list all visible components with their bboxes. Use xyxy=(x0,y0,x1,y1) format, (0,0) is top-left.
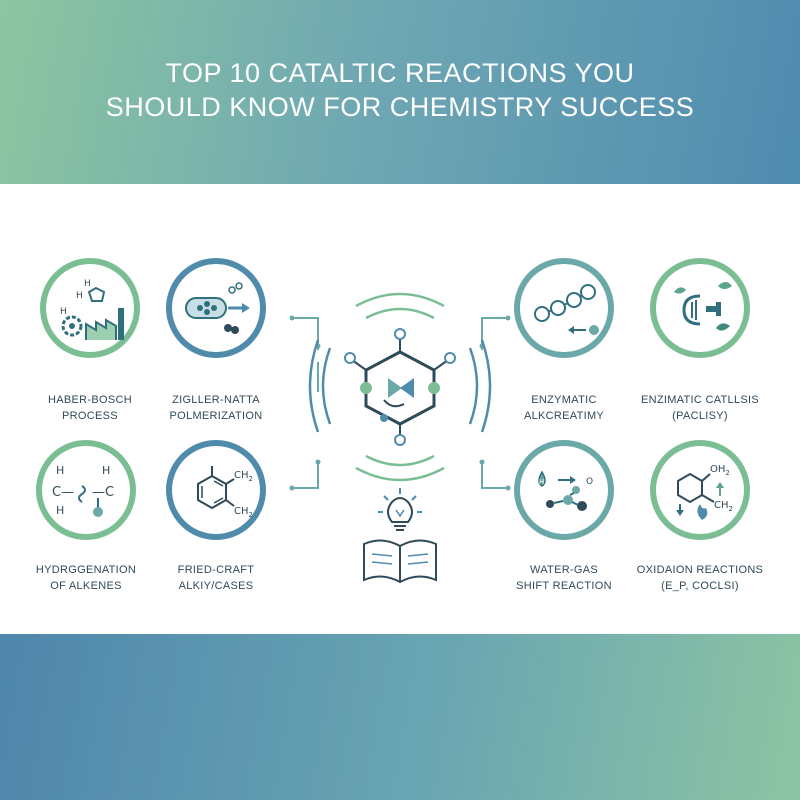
title-line-1: TOP 10 CATALTIC REACTIONS YOU xyxy=(165,58,635,88)
oxidation-flame-icon: OH2 CH2 xyxy=(676,464,733,520)
friedel-crafts-line-1: FRIED-CRAFT xyxy=(177,564,255,576)
lightbulb-icon xyxy=(378,488,422,531)
haber-bosch-card: H H H xyxy=(40,258,140,358)
oh2-sub: 2 xyxy=(725,469,729,477)
enzimatic-catalysis-label: ENZIMATIC CATLLSIS (PACLISY) xyxy=(625,392,775,424)
top-banner xyxy=(0,0,800,184)
page-title: TOP 10 CATALTIC REACTIONS YOU SHOULD KNO… xyxy=(0,56,800,124)
carbon-left: C— xyxy=(52,485,74,500)
svg-text:CH2: CH2 xyxy=(234,506,253,519)
hydrogenation-label: HYDRGGENATION OF ALKENES xyxy=(11,562,161,594)
oxidation-line-2: (E_P, COCLSI) xyxy=(661,580,739,592)
oxidation-card: OH2 CH2 xyxy=(650,440,750,540)
enzymatic-card xyxy=(514,258,614,358)
oxid-ch2-sub: 2 xyxy=(729,505,733,513)
svg-text:CH2: CH2 xyxy=(234,470,253,483)
hydrogenation-line-1: HYDRGGENATION xyxy=(35,564,137,576)
enzymatic-line-2: ALKCREATIMY xyxy=(523,410,605,422)
enzimatic-catalysis-line-1: ENZIMATIC CATLLSIS xyxy=(640,394,760,406)
central-catalyst-graphic xyxy=(289,292,511,584)
h-atom-top-right: H xyxy=(102,464,110,477)
h-atom-3: H xyxy=(60,307,67,317)
connector-lines xyxy=(290,317,510,489)
benzene-ring-icon: CH2 CH2 xyxy=(197,466,253,519)
ziegler-natta-line-1: ZIGLLER-NATTA xyxy=(172,394,260,406)
hexagon-catalyst-icon xyxy=(344,328,456,446)
hydrogenation-card: H H C— —C H xyxy=(36,440,136,540)
ch2-top-text: CH xyxy=(234,470,249,481)
open-book-icon xyxy=(363,539,437,584)
friedel-crafts-label: FRIED-CRAFT ALKIY/CASES xyxy=(141,562,291,594)
leaf-catalyst-icon xyxy=(674,282,732,331)
water-gas-line-2: SHIFT REACTION xyxy=(516,580,612,592)
svg-text:OH2: OH2 xyxy=(710,464,730,477)
oxid-ch2-text: CH xyxy=(714,500,729,511)
ziegler-natta-line-2: POLMERIZATION xyxy=(169,410,263,422)
h-atom-top-left: H xyxy=(56,464,64,477)
h-atom-bottom-left: H xyxy=(56,504,64,517)
enzimatic-catalysis-card xyxy=(650,258,750,358)
h-atom-1: H xyxy=(76,291,83,301)
molecule-factory-icon: H H H xyxy=(60,279,124,340)
bottom-banner xyxy=(0,634,800,800)
oxidation-label: OXIDAION REACTIONS (E_P, COCLSI) xyxy=(625,562,775,594)
catalyst-cylinder-icon xyxy=(185,282,250,334)
radiating-arcs xyxy=(308,292,492,482)
friedel-crafts-card: CH2 CH2 xyxy=(166,440,266,540)
ch2-bottom-sub: 2 xyxy=(249,511,253,519)
haber-bosch-line-1: HABER-BOSCH xyxy=(48,394,132,406)
water-gas-card: H O xyxy=(514,440,614,540)
water-gas-label: WATER-GAS SHIFT REACTION xyxy=(489,562,639,594)
enzimatic-catalysis-line-2: (PACLISY) xyxy=(672,410,728,422)
ziegler-natta-label: ZIGLLER-NATTA POLMERIZATION xyxy=(141,392,291,424)
molecule-chain-icon xyxy=(534,284,599,335)
water-gas-line-1: WATER-GAS xyxy=(529,564,599,576)
ch2-top-sub: 2 xyxy=(249,475,253,483)
ch2-bottom-text: CH xyxy=(234,506,249,517)
oxidation-line-1: OXIDAION REACTIONS xyxy=(636,564,764,576)
drop-h-text: H xyxy=(539,478,544,486)
hydrogenation-line-2: OF ALKENES xyxy=(50,580,122,592)
svg-text:CH2: CH2 xyxy=(714,500,733,513)
enzymatic-line-1: ENZYMATIC xyxy=(531,394,597,406)
ziegler-natta-card xyxy=(166,258,266,358)
water-gas-molecule-icon: H O xyxy=(538,470,593,511)
oh2-text: OH xyxy=(710,464,725,475)
h-atom-2: H xyxy=(84,279,91,289)
haber-bosch-label: HABER-BOSCH PROCESS xyxy=(15,392,165,424)
friedel-crafts-line-2: ALKIY/CASES xyxy=(178,580,254,592)
connector-dots xyxy=(289,315,511,491)
carbon-right: —C xyxy=(92,485,114,500)
title-line-2: SHOULD KNOW FOR CHEMISTRY SUCCESS xyxy=(105,92,695,122)
oxygen-atom: O xyxy=(586,477,593,487)
haber-bosch-line-2: PROCESS xyxy=(62,410,118,422)
alkene-structure-icon: H H C— —C H xyxy=(52,464,114,517)
enzymatic-label: ENZYMATIC ALKCREATIMY xyxy=(489,392,639,424)
